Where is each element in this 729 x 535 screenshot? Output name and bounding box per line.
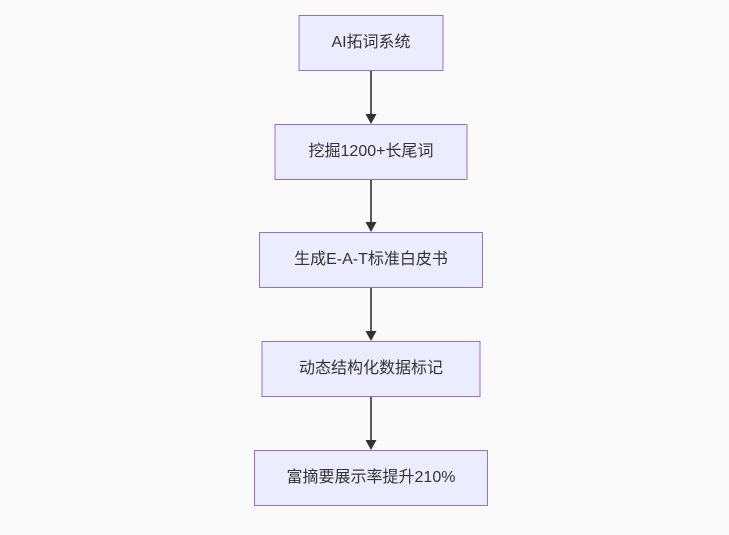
flow-node-mine-longtail-keywords: 挖掘1200+长尾词: [274, 124, 468, 180]
flow-node-label: 生成E-A-T标准白皮书: [294, 251, 448, 268]
arrow-down-icon: [365, 180, 377, 232]
flow-node-label: 富摘要展示率提升210%: [286, 469, 456, 486]
arrow-down-icon: [365, 288, 377, 341]
flow-node-label: AI拓词系统: [331, 34, 411, 51]
arrow-down-icon: [365, 397, 377, 450]
flow-node-label: 动态结构化数据标记: [298, 360, 443, 377]
flow-node-rich-snippet-rate-increase: 富摘要展示率提升210%: [254, 450, 488, 506]
flow-node-label: 挖掘1200+长尾词: [308, 143, 434, 160]
arrow-down-icon: [365, 71, 377, 124]
flow-node-ai-word-expansion-system: AI拓词系统: [298, 15, 444, 71]
flow-node-dynamic-structured-data-markup: 动态结构化数据标记: [261, 341, 481, 397]
flow-node-generate-eat-whitepaper: 生成E-A-T标准白皮书: [259, 232, 483, 288]
